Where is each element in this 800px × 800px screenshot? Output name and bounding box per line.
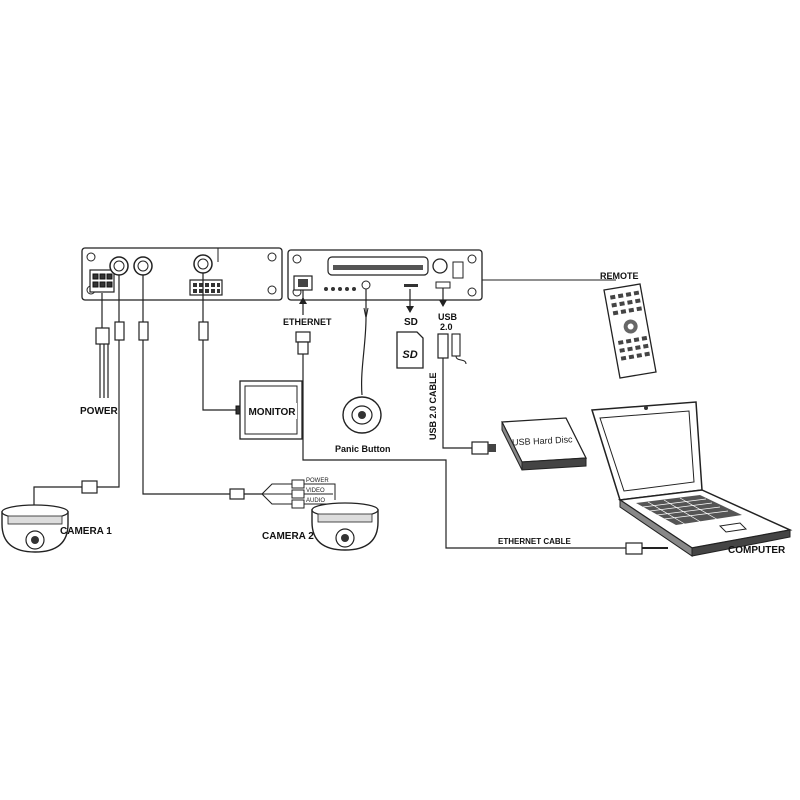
power-cable [95,293,110,398]
sd-card: SD [396,289,424,369]
ethernet-label: ETHERNET [283,317,332,327]
usb-version-label: 2.0 [440,322,453,332]
power-label: POWER [80,406,119,417]
dvr-rear-panel [81,247,283,301]
dvr-front-panel [287,249,483,301]
ethernet-cable [295,290,668,555]
camera2-label: CAMERA 2 [262,531,314,542]
sd-label: SD [404,317,418,328]
panic-button [342,289,382,434]
computer-label: COMPUTER [728,545,786,556]
camera1-label: CAMERA 1 [60,526,112,537]
cam2-audio-label: AUDIO [306,498,325,504]
camera1-cable [33,275,125,505]
usb-hard-disc [500,417,588,471]
remote-control [603,283,657,379]
sd-card-text: SD [402,349,417,361]
usb-hard-disc-label: USB Hard Disc [512,434,573,447]
remote-label: REMOTE [600,271,639,281]
usb-label: USB [438,312,458,322]
panic-button-label: Panic Button [335,444,391,454]
laptop-computer [591,401,793,557]
monitor-label: MONITOR [248,407,296,418]
cam2-video-label: VIDEO [306,488,325,494]
usb-cable-label: USB 2.0 CABLE [428,372,438,440]
camera2-cable [138,275,336,509]
camera1 [1,504,69,553]
usb-cable [437,288,496,455]
camera2 [311,502,379,551]
ethernet-cable-label: ETHERNET CABLE [498,537,572,546]
cam2-power-label: POWER [306,478,329,484]
